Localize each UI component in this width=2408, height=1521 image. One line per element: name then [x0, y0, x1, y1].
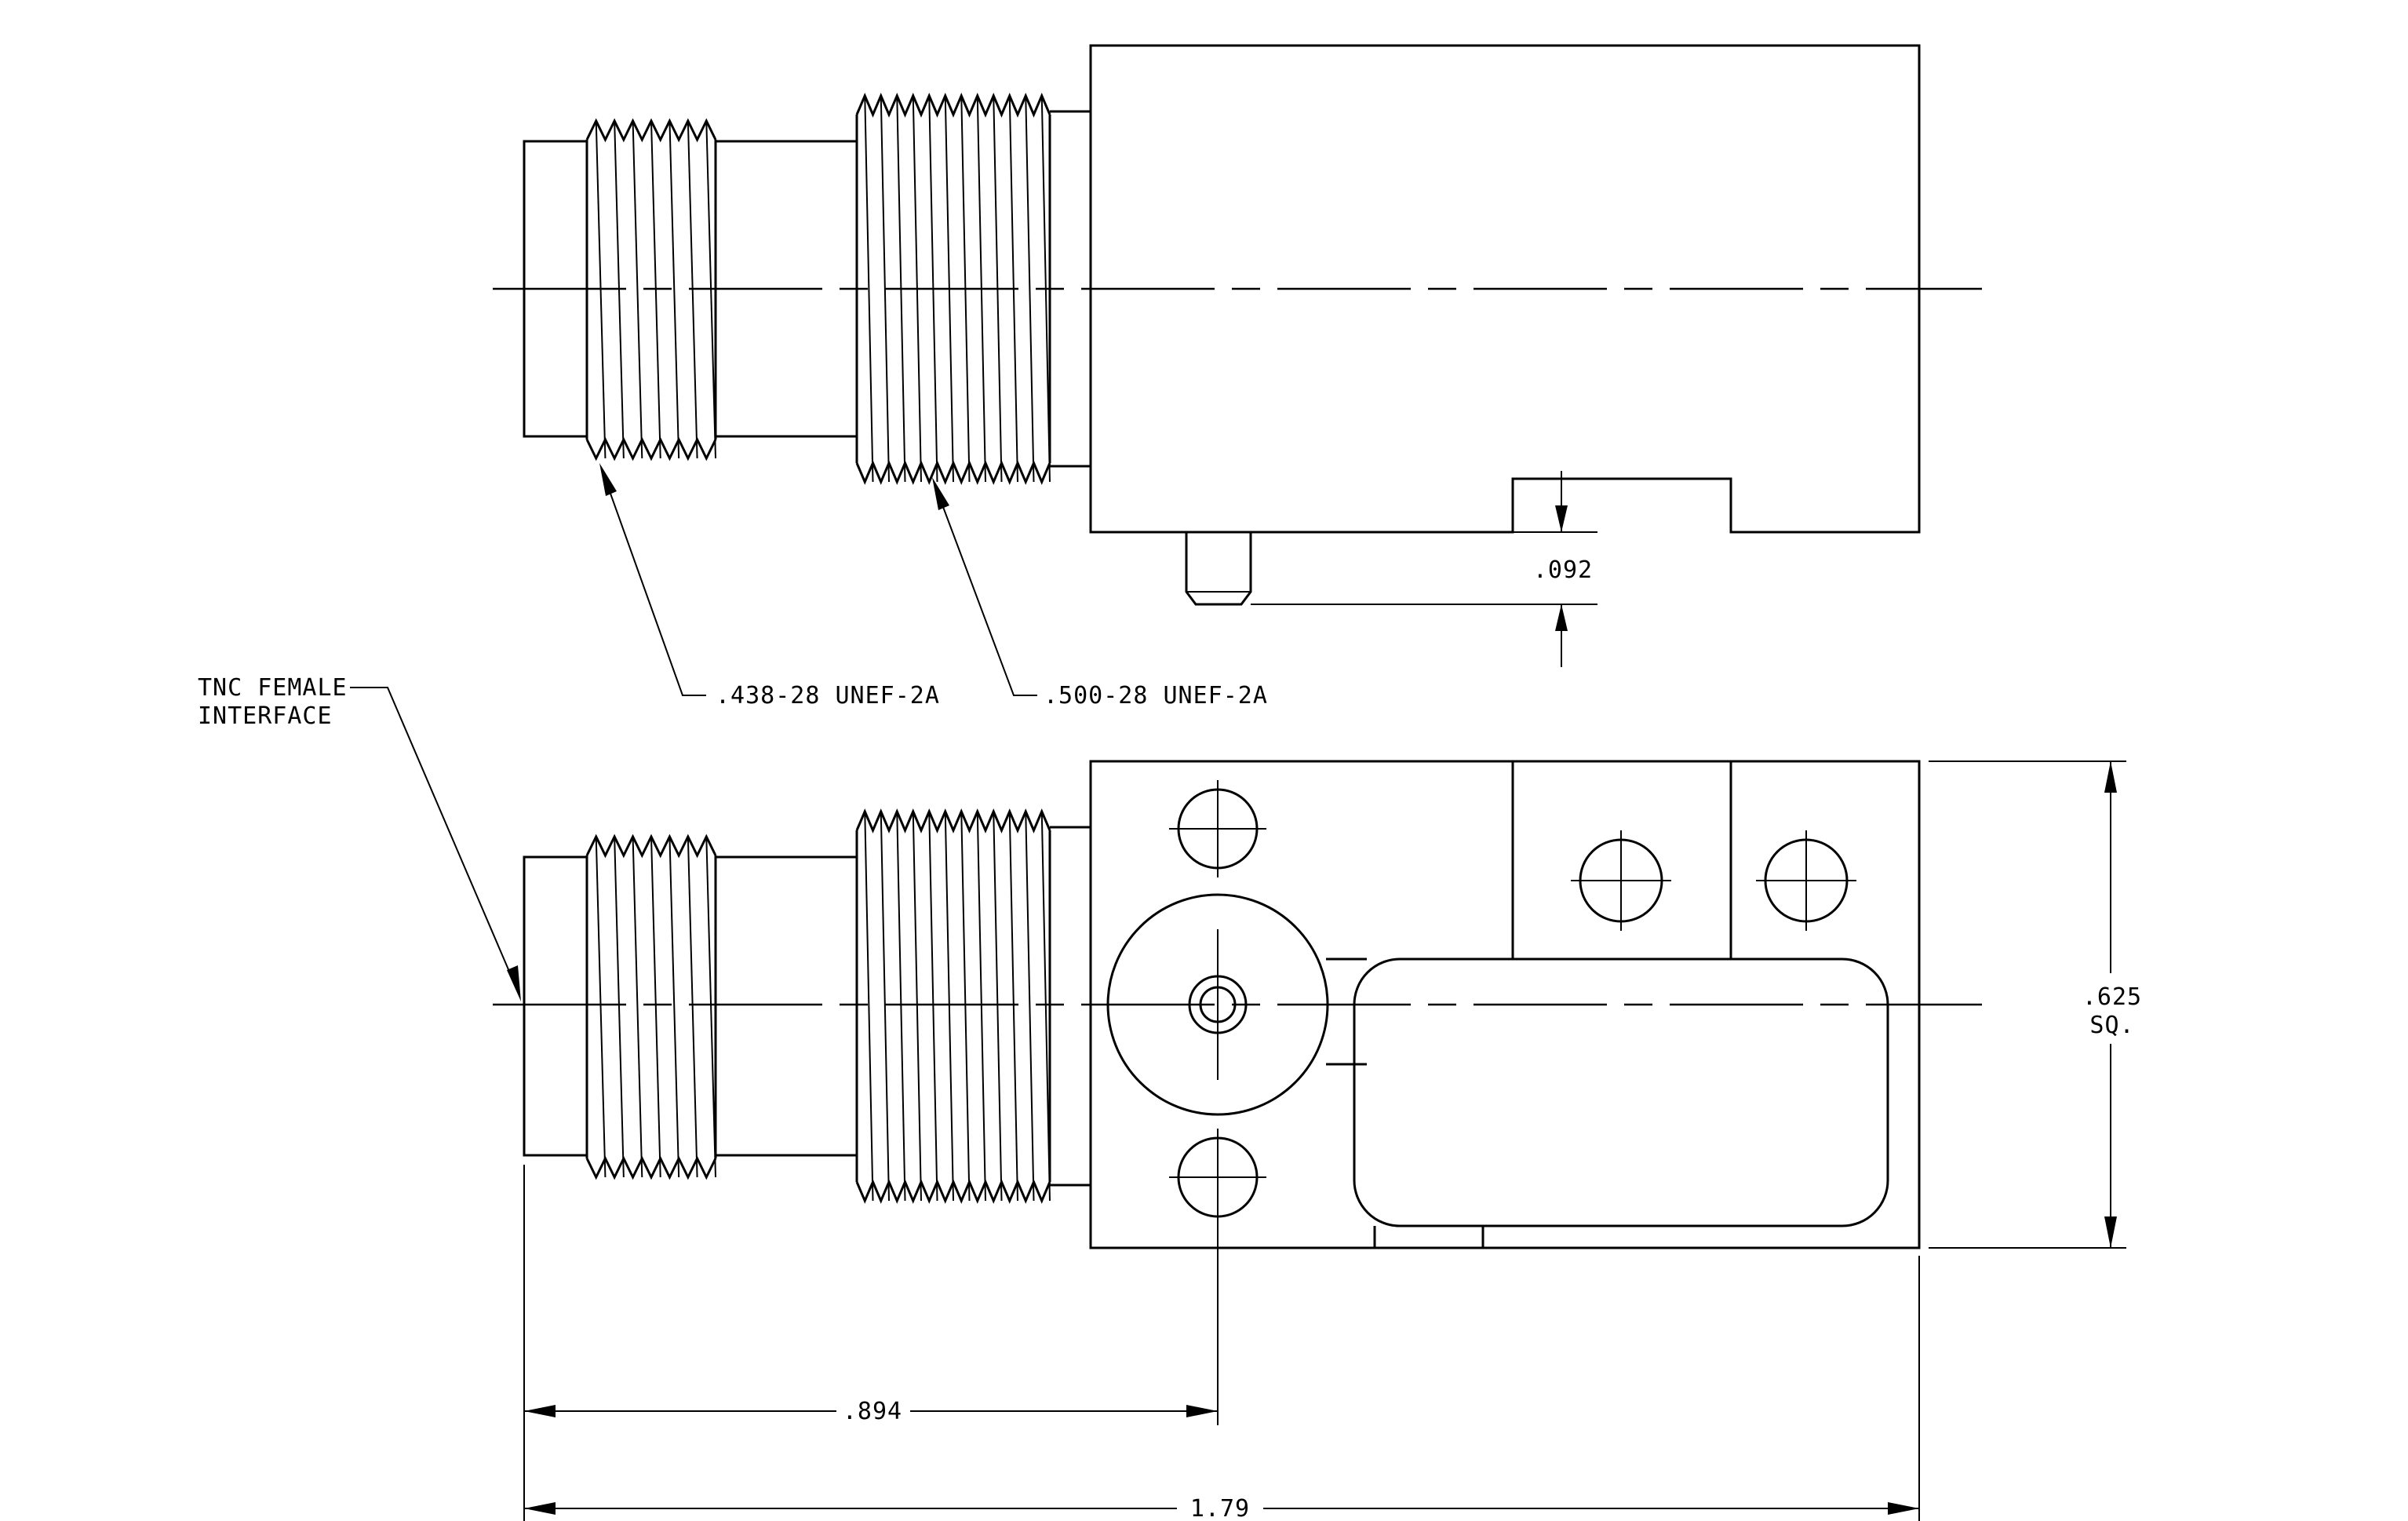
thread-callout-large: .500-28 UNEF-2A — [932, 477, 1268, 709]
height-dimension: .625 SQ. — [1929, 760, 2142, 1249]
top-body-outline — [1089, 44, 1921, 534]
bottom-small-thread — [585, 833, 717, 1180]
mounting-hole-1 — [1169, 780, 1266, 877]
hole-position-label: .894 — [843, 1398, 902, 1425]
mounting-hole-4 — [1756, 830, 1856, 931]
interface-label-line1: TNC FEMALE — [198, 674, 348, 702]
overall-length-label: 1.79 — [1190, 1495, 1250, 1521]
top-shoulder — [1050, 110, 1091, 468]
cover-plate — [1353, 957, 1889, 1227]
height-suffix-label: SQ. — [2089, 1012, 2134, 1039]
mounting-hole-2 — [1169, 1129, 1266, 1226]
interface-label-line2: INTERFACE — [198, 702, 333, 730]
top-pin — [1185, 532, 1252, 606]
mounting-hole-3 — [1571, 830, 1671, 931]
top-small-thread — [585, 118, 717, 461]
top-neck — [716, 140, 857, 438]
pin-offset-label: .092 — [1533, 556, 1593, 584]
bottom-view — [493, 760, 1982, 1249]
bottom-large-thread — [855, 808, 1051, 1204]
interface-callout: TNC FEMALE INTERFACE — [198, 674, 521, 1001]
bottom-front-sleeve — [523, 855, 588, 1157]
hole-position-dimension: .894 — [523, 1165, 1219, 1521]
top-view — [493, 44, 1982, 606]
bottom-neck — [716, 855, 857, 1157]
overall-length-dimension: 1.79 — [524, 1256, 1920, 1521]
pin-offset-dimension: .092 — [1251, 471, 1597, 667]
height-value-label: .625 — [2082, 983, 2142, 1011]
thread-callout-small: .438-28 UNEF-2A — [599, 463, 940, 709]
thread-large-label: .500-28 UNEF-2A — [1044, 682, 1268, 709]
bottom-shoulder — [1050, 826, 1091, 1187]
thread-small-label: .438-28 UNEF-2A — [716, 682, 940, 709]
